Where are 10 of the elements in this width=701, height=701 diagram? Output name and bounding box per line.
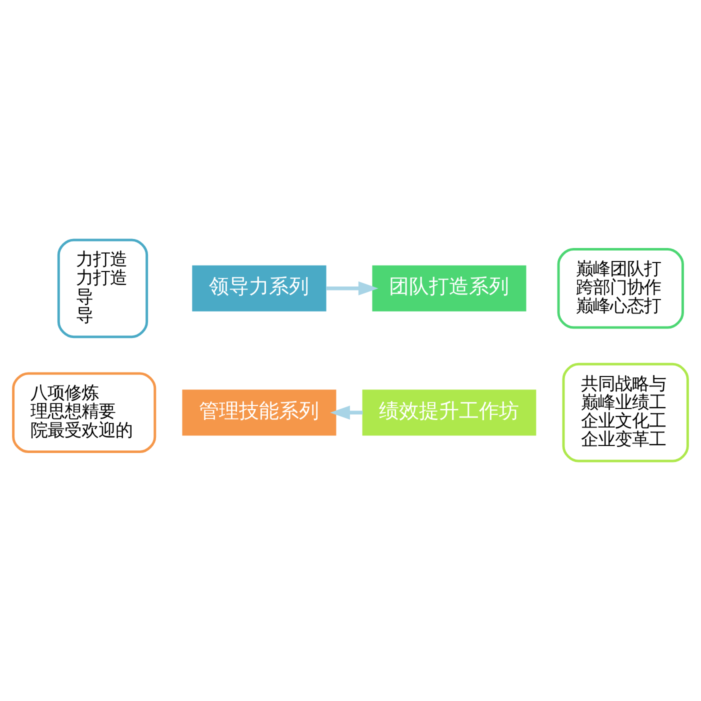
node-box: 绩效提升工作坊 (362, 390, 536, 436)
node-box: 团队打造系列 (372, 265, 526, 312)
arrow (330, 406, 363, 420)
node-box: 八项修炼 理思想精要 院最受欢迎的 (12, 372, 156, 453)
node-box: 共同战略与 巅峰业绩工 企业文化工 企业变革工 (562, 362, 689, 462)
node-box: 管理技能系列 (182, 390, 336, 436)
node-box: 巅峰团队打 跨部门协作 巅峰心态打 (557, 248, 684, 329)
arrow (326, 281, 378, 296)
node-box: 领导力系列 (192, 265, 326, 312)
node-box: 力打造 力打造 导 导 (57, 238, 148, 338)
